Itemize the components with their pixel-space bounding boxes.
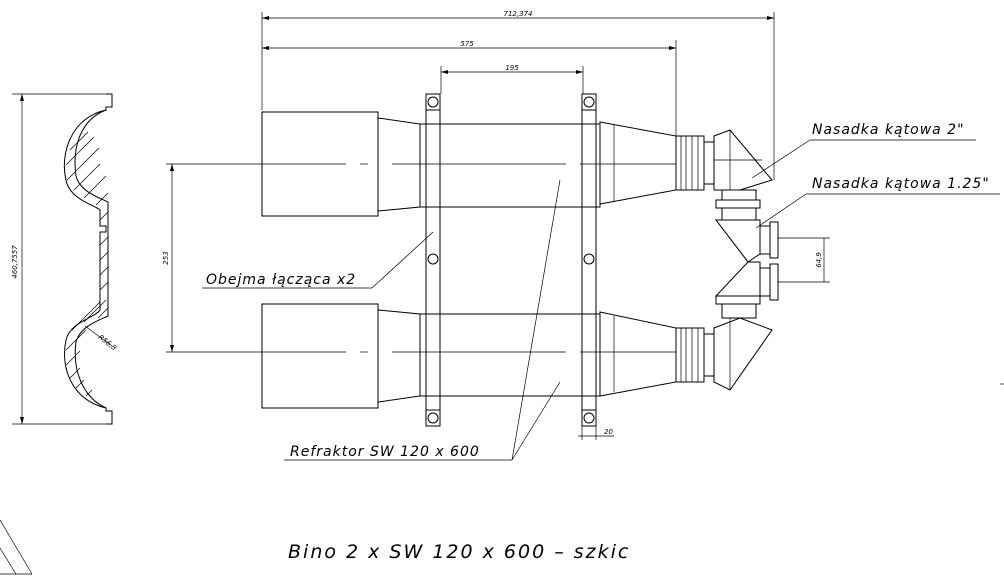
ucs-icon <box>0 519 33 575</box>
top-dimensions: 712,374 575 195 <box>261 10 775 180</box>
label-nasadka-2: Nasadka kątowa 2" <box>812 122 965 138</box>
upper-refractor <box>261 111 773 217</box>
drawing-title: Bino 2 x SW 120 x 600 – szkic <box>288 541 630 563</box>
diagonal-1-25-assembly: 64,9 <box>714 189 830 319</box>
clamps: 20 <box>425 93 614 440</box>
dim-clamp-height: 460,7557 <box>11 245 19 279</box>
clamp-profile-view: 460,7557 R56,8 <box>11 93 118 425</box>
dim-eyepiece-spacing: 64,9 <box>815 252 823 268</box>
dim-radius: R56,8 <box>97 333 118 352</box>
annotations: Nasadka kątowa 2" Nasadka kątowa 1.25" O… <box>202 122 1000 461</box>
dim-clamp-width: 20 <box>604 428 613 436</box>
dim-clamp-spacing: 195 <box>505 64 519 72</box>
label-nasadka-125: Nasadka kątowa 1.25" <box>812 176 990 192</box>
label-refraktor: Refraktor SW 120 x 600 <box>290 444 480 460</box>
dim-tube-spacing: 253 <box>162 251 170 264</box>
lower-refractor <box>261 303 773 409</box>
dim-overall-length: 712,374 <box>504 10 533 18</box>
tube-spacing-dimension: 253 <box>162 163 262 353</box>
label-obejma: Obejma łącząca x2 <box>206 272 356 288</box>
dim-tube-length: 575 <box>460 40 474 48</box>
